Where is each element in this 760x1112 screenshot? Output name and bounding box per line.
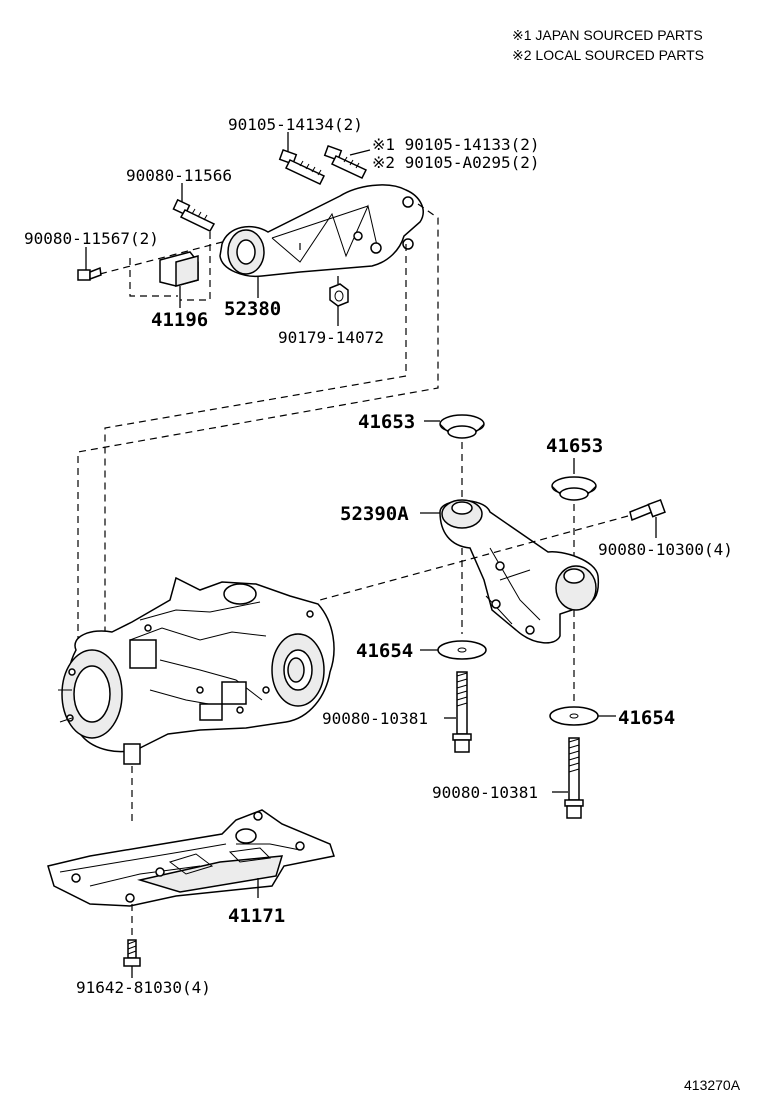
- differential-drawing: [58, 576, 335, 826]
- rear-member-drawing: [319, 414, 666, 819]
- bolt-90080-10381-left-icon: [452, 671, 472, 753]
- label-90080-10381-left: 90080-10381: [322, 709, 428, 728]
- label-90080-11566: 90080-11566: [126, 166, 232, 185]
- label-52390a: 52390A: [340, 503, 409, 525]
- label-41653-right: 41653: [546, 435, 603, 457]
- label-90105-14133: ※1 90105-14133(2): [372, 135, 540, 154]
- bolt-91642-81030-icon: [123, 939, 141, 967]
- label-52380: 52380: [224, 298, 281, 320]
- upper-support-drawing: [77, 132, 439, 640]
- label-90080-10381-right: 90080-10381: [432, 783, 538, 802]
- note-local-sourced: ※2 LOCAL SOURCED PARTS: [512, 47, 704, 63]
- label-41196: 41196: [151, 309, 208, 331]
- figure-reference: 413270A: [684, 1077, 741, 1093]
- support-52380-icon: [219, 184, 424, 278]
- bolt-90080-11567-icon: [77, 266, 102, 281]
- note-japan-sourced: ※1 JAPAN SOURCED PARTS: [512, 27, 703, 43]
- label-91642-81030: 91642-81030(4): [76, 978, 211, 997]
- stopper-41654-right-icon: [549, 706, 599, 726]
- label-41171: 41171: [228, 905, 285, 927]
- nut-90179-14072-icon: [329, 283, 349, 307]
- bolt-90105-14134-icon: [278, 148, 326, 185]
- under-cover-41171-icon: [47, 809, 335, 907]
- stopper-41653-left-icon: [439, 414, 485, 439]
- label-90080-10300: 90080-10300(4): [598, 540, 733, 559]
- stopper-41653-right-icon: [551, 476, 597, 501]
- bolt-90080-10300-icon: [629, 499, 666, 522]
- label-90105-A0295: ※2 90105-A0295(2): [372, 153, 540, 172]
- label-90080-11567: 90080-11567(2): [24, 229, 159, 248]
- bolt-90080-11566-icon: [172, 198, 216, 232]
- member-52390a-icon: [439, 499, 600, 644]
- stopper-41654-left-icon: [437, 640, 487, 660]
- label-41654-left: 41654: [356, 640, 413, 662]
- label-41654-right: 41654: [618, 707, 675, 729]
- label-90105-14134: 90105-14134(2): [228, 115, 363, 134]
- label-41653-left: 41653: [358, 411, 415, 433]
- bolt-90080-10381-right-icon: [564, 737, 584, 819]
- bolt-90105-14133-icon: [323, 144, 368, 179]
- bracket-41196-icon: [159, 251, 199, 287]
- label-90179-14072: 90179-14072: [278, 328, 384, 347]
